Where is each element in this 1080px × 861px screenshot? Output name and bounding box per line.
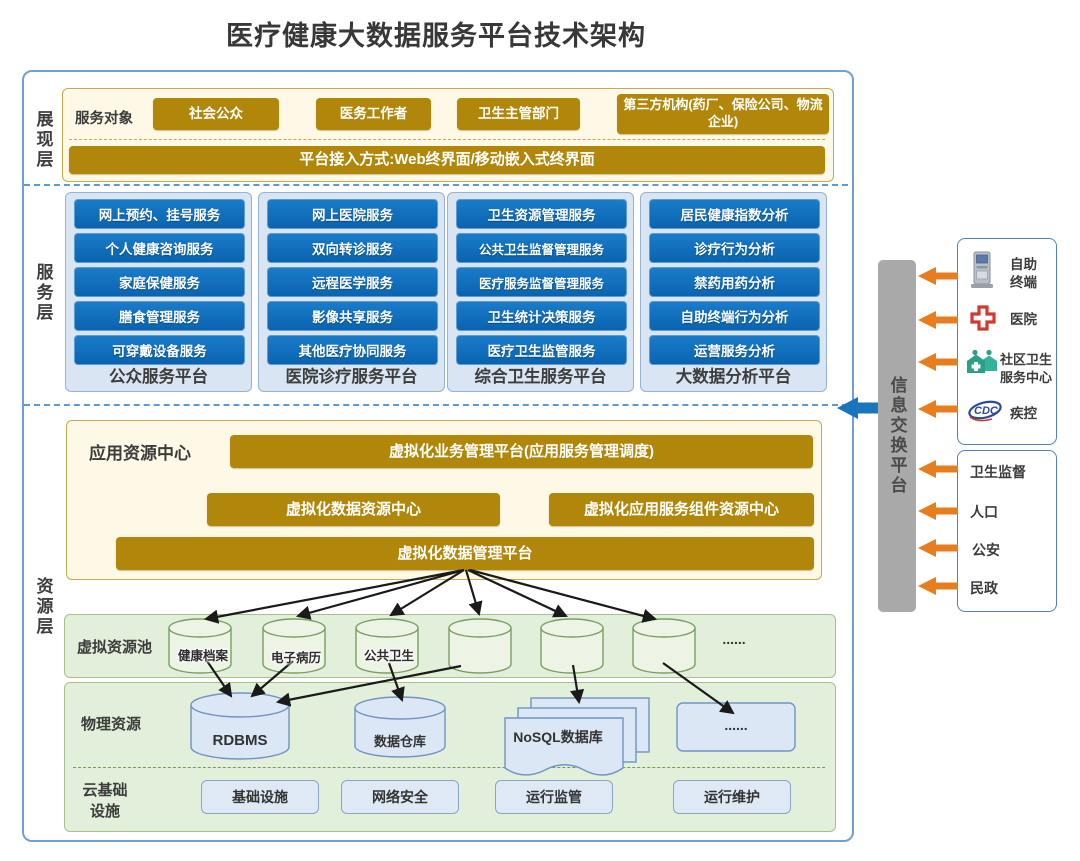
service-target-label: 服务对象 (75, 111, 133, 127)
service-item: 医疗服务监督管理服务 (456, 267, 627, 297)
separator-service-resource (24, 404, 848, 406)
source-label-kiosk: 自助终端 (1010, 257, 1037, 291)
physical-more: ...... (724, 717, 748, 733)
service-item: 运营服务分析 (649, 335, 820, 365)
service-item: 卫生统计决策服务 (456, 301, 627, 331)
info-exchange-bar: 信息交换平台 (878, 260, 916, 612)
cdc-icon: CDC (966, 397, 1004, 428)
source-label-civil-affairs: 民政 (970, 580, 998, 596)
service-item: 个人健康咨询服务 (74, 233, 245, 263)
orange-source-arrows (918, 267, 958, 595)
warehouse-label: 数据仓库 (373, 734, 426, 749)
target-public: 社会公众 (153, 98, 279, 130)
service-item: 自助终端行为分析 (649, 301, 820, 331)
service-item: 居民健康指数分析 (649, 199, 820, 229)
svg-text:CDC: CDC (974, 405, 999, 417)
platform-name: 综合卫生服务平台 (474, 368, 607, 386)
platform-comprehensive-health: 卫生资源管理服务 公共卫生监督管理服务 医疗服务监督管理服务 卫生统计决策服务 … (447, 192, 634, 392)
service-item: 可穿戴设备服务 (74, 335, 245, 365)
platform-name: 公众服务平台 (109, 368, 208, 386)
page-title: 医疗健康大数据服务平台技术架构 (226, 21, 646, 51)
virtual-business-mgmt-bar: 虚拟化业务管理平台(应用服务管理调度) (230, 435, 813, 468)
community-health-icon (966, 349, 998, 382)
cloud-infra-label: 云基础设施 (82, 782, 128, 820)
virtual-data-resource-bar: 虚拟化数据资源中心 (207, 493, 500, 526)
rdbms-label: RDBMS (212, 732, 268, 749)
kiosk-icon (970, 251, 994, 294)
info-exchange-label: 信息交换平台 (887, 376, 907, 496)
service-item: 卫生资源管理服务 (456, 199, 627, 229)
source-label-cdc: 疾控 (1010, 406, 1037, 421)
service-item: 网上医院服务 (267, 199, 438, 229)
cylinder-label-public-health: 公共卫生 (363, 649, 414, 663)
physical-resource-label: 物理资源 (81, 716, 142, 733)
virtual-pool-label: 虚拟资源池 (77, 639, 153, 656)
target-health-authority: 卫生主管部门 (457, 98, 580, 130)
service-item: 影像共享服务 (267, 301, 438, 331)
platform-public-services: 网上预约、挂号服务 个人健康咨询服务 家庭保健服务 膳食管理服务 可穿戴设备服务… (65, 192, 252, 392)
cloud-item-infrastructure: 基础设施 (201, 780, 319, 814)
source-label-hospital: 医院 (1010, 312, 1037, 327)
service-item: 双向转诊服务 (267, 233, 438, 263)
target-third-party: 第三方机构(药厂、保险公司、物流企业) (617, 94, 829, 134)
platform-access-bar: 平台接入方式:Web终界面/移动嵌入式终界面 (69, 146, 825, 174)
separator-presentation-service (24, 184, 848, 186)
external-sources-bottom-box: 卫生监督 人口 公安 民政 (957, 450, 1057, 612)
platform-hospital-services: 网上医院服务 双向转诊服务 远程医学服务 影像共享服务 其他医疗协同服务 医院诊… (258, 192, 445, 392)
platform-name: 大数据分析平台 (675, 368, 792, 386)
source-label-population: 人口 (970, 504, 998, 520)
cloud-item-operation-maintain: 运行维护 (673, 780, 791, 814)
service-item: 其他医疗协同服务 (267, 335, 438, 365)
service-item: 网上预约、挂号服务 (74, 199, 245, 229)
layer-label-resource: 资源层 (33, 577, 53, 637)
virtual-data-mgmt-bar: 虚拟化数据管理平台 (116, 537, 814, 570)
cloud-item-operation-monitor: 运行监管 (495, 780, 613, 814)
service-item: 家庭保健服务 (74, 267, 245, 297)
service-item: 公共卫生监督管理服务 (456, 233, 627, 263)
service-item: 诊疗行为分析 (649, 233, 820, 263)
layer-label-service: 服务层 (33, 263, 53, 323)
app-resource-center: 应用资源中心 虚拟化业务管理平台(应用服务管理调度) 虚拟化数据资源中心 虚拟化… (66, 420, 822, 580)
target-medical-workers: 医务工作者 (316, 98, 431, 130)
cylinder-label-health-record: 健康档案 (177, 649, 228, 663)
layer-label-presentation: 展现层 (33, 110, 53, 170)
nosql-label: NoSQL数据库 (513, 729, 603, 745)
external-sources-top-box: 自助终端 医院 社区卫生服务中心 CDC 疾控 (957, 238, 1057, 445)
cloud-item-network-security: 网络安全 (341, 780, 459, 814)
virtual-pool-more: ...... (722, 631, 746, 647)
service-item: 禁药用药分析 (649, 267, 820, 297)
service-item: 医疗卫生监管服务 (456, 335, 627, 365)
source-label-community: 社区卫生服务中心 (1000, 352, 1053, 385)
virtual-app-component-bar: 虚拟化应用服务组件资源中心 (549, 493, 814, 526)
physical-cloud-divider (73, 767, 825, 768)
hospital-icon (970, 305, 996, 336)
app-resource-center-label: 应用资源中心 (89, 444, 191, 463)
presentation-panel: 服务对象 社会公众 医务工作者 卫生主管部门 第三方机构(药厂、保险公司、物流企… (62, 88, 834, 182)
cylinder-label-emr: 电子病历 (270, 651, 321, 665)
platform-bigdata-analytics: 居民健康指数分析 诊疗行为分析 禁药用药分析 自助终端行为分析 运营服务分析 大… (640, 192, 827, 392)
service-item: 远程医学服务 (267, 267, 438, 297)
source-label-public-security: 公安 (972, 542, 1000, 558)
platform-name: 医院诊疗服务平台 (285, 368, 418, 386)
presentation-divider (69, 139, 825, 140)
physical-resource-panel: 物理资源 云基础设施 基础设施 网络安全 运行监管 运行维护 (64, 682, 836, 832)
service-item: 膳食管理服务 (74, 301, 245, 331)
source-label-health-supervision: 卫生监督 (970, 464, 1026, 480)
